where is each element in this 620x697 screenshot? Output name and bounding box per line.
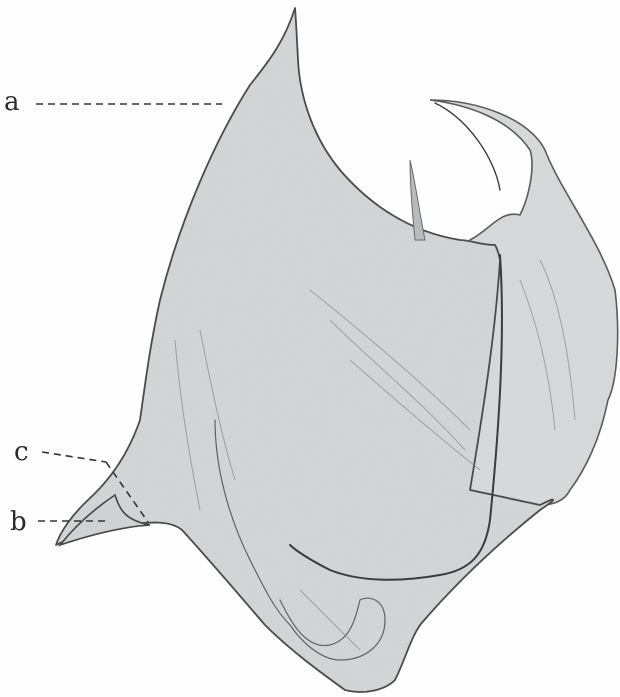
label-a: a — [4, 87, 20, 117]
label-c: c — [14, 437, 29, 467]
label-b: b — [10, 507, 27, 537]
